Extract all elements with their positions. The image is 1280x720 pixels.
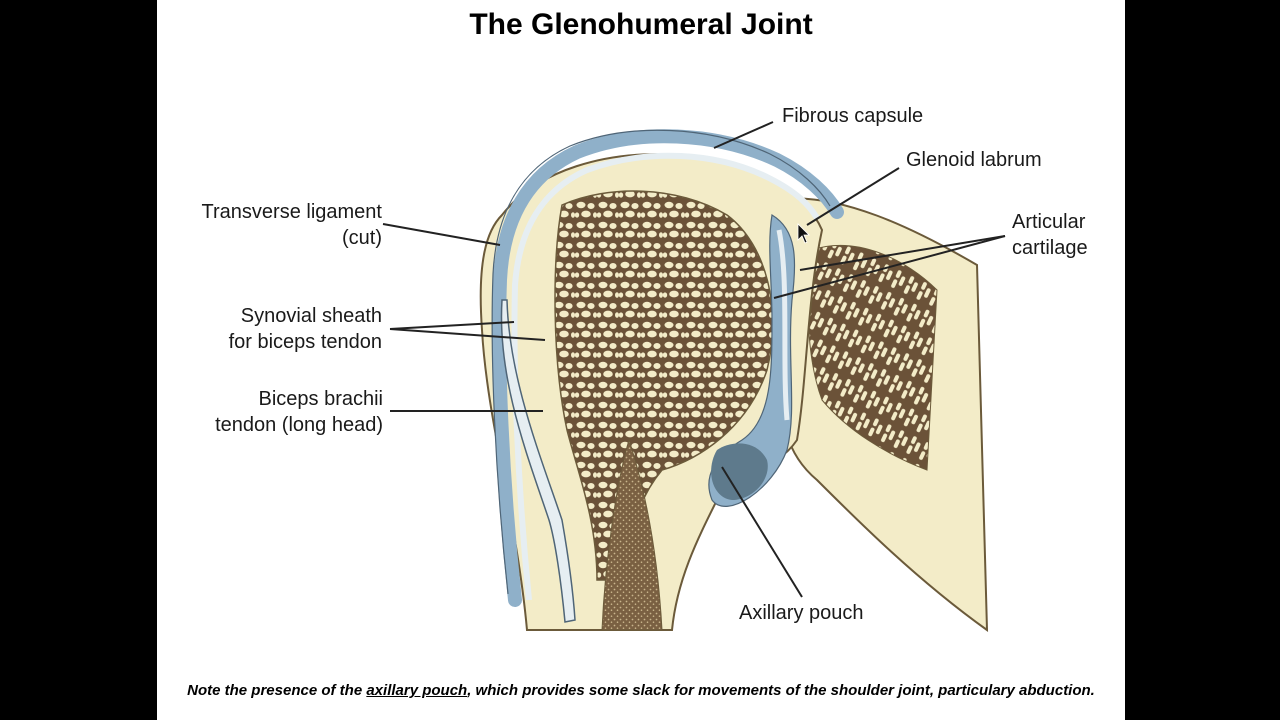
biceps-tendon <box>500 299 576 623</box>
label-transverse-ligament-line2: (cut) <box>342 227 382 249</box>
label-fibrous-capsule: Fibrous capsule <box>782 105 924 127</box>
label-synovial-sheath-line1: Synovial sheath <box>240 305 382 327</box>
label-transverse-ligament: Transverse ligament (cut) <box>177 199 382 251</box>
medullary-canal <box>601 438 663 631</box>
label-biceps-tendon-line2: tendon (long head) <box>215 414 383 436</box>
glenohumeral-joint-illustration <box>382 121 1006 632</box>
cursor-icon <box>797 223 810 244</box>
caption-before: Note the presence of the <box>187 682 367 699</box>
label-articular-cartilage-line1: Articular <box>1012 211 1086 233</box>
joint-cavity <box>708 214 796 507</box>
label-synovial-sheath-line2: for biceps tendon <box>228 331 382 353</box>
humeral-head-trabecular <box>554 190 774 581</box>
fibrous-capsule-arc <box>492 129 844 607</box>
caption-after: , which provides some slack for movement… <box>467 682 1095 699</box>
page-title: The Glenohumeral Joint <box>469 8 813 41</box>
leader-lines <box>382 121 1006 598</box>
label-glenoid-labrum: Glenoid labrum <box>906 149 1042 171</box>
label-biceps-tendon: Biceps brachii tendon (long head) <box>177 386 383 438</box>
label-biceps-tendon-line1: Biceps brachii <box>258 388 383 410</box>
label-transverse-ligament-line1: Transverse ligament <box>201 201 382 223</box>
label-axillary-pouch: Axillary pouch <box>739 602 864 624</box>
caption: Note the presence of the axillary pouch,… <box>157 682 1125 699</box>
label-articular-cartilage-line2: cartilage <box>1012 237 1088 259</box>
label-articular-cartilage: Articular cartilage <box>1012 209 1088 261</box>
label-synovial-sheath: Synovial sheath for biceps tendon <box>177 303 382 355</box>
caption-term: axillary pouch <box>366 682 468 699</box>
axillary-pouch-fill <box>711 443 768 500</box>
slide: The Glenohumeral Joint <box>157 0 1125 720</box>
